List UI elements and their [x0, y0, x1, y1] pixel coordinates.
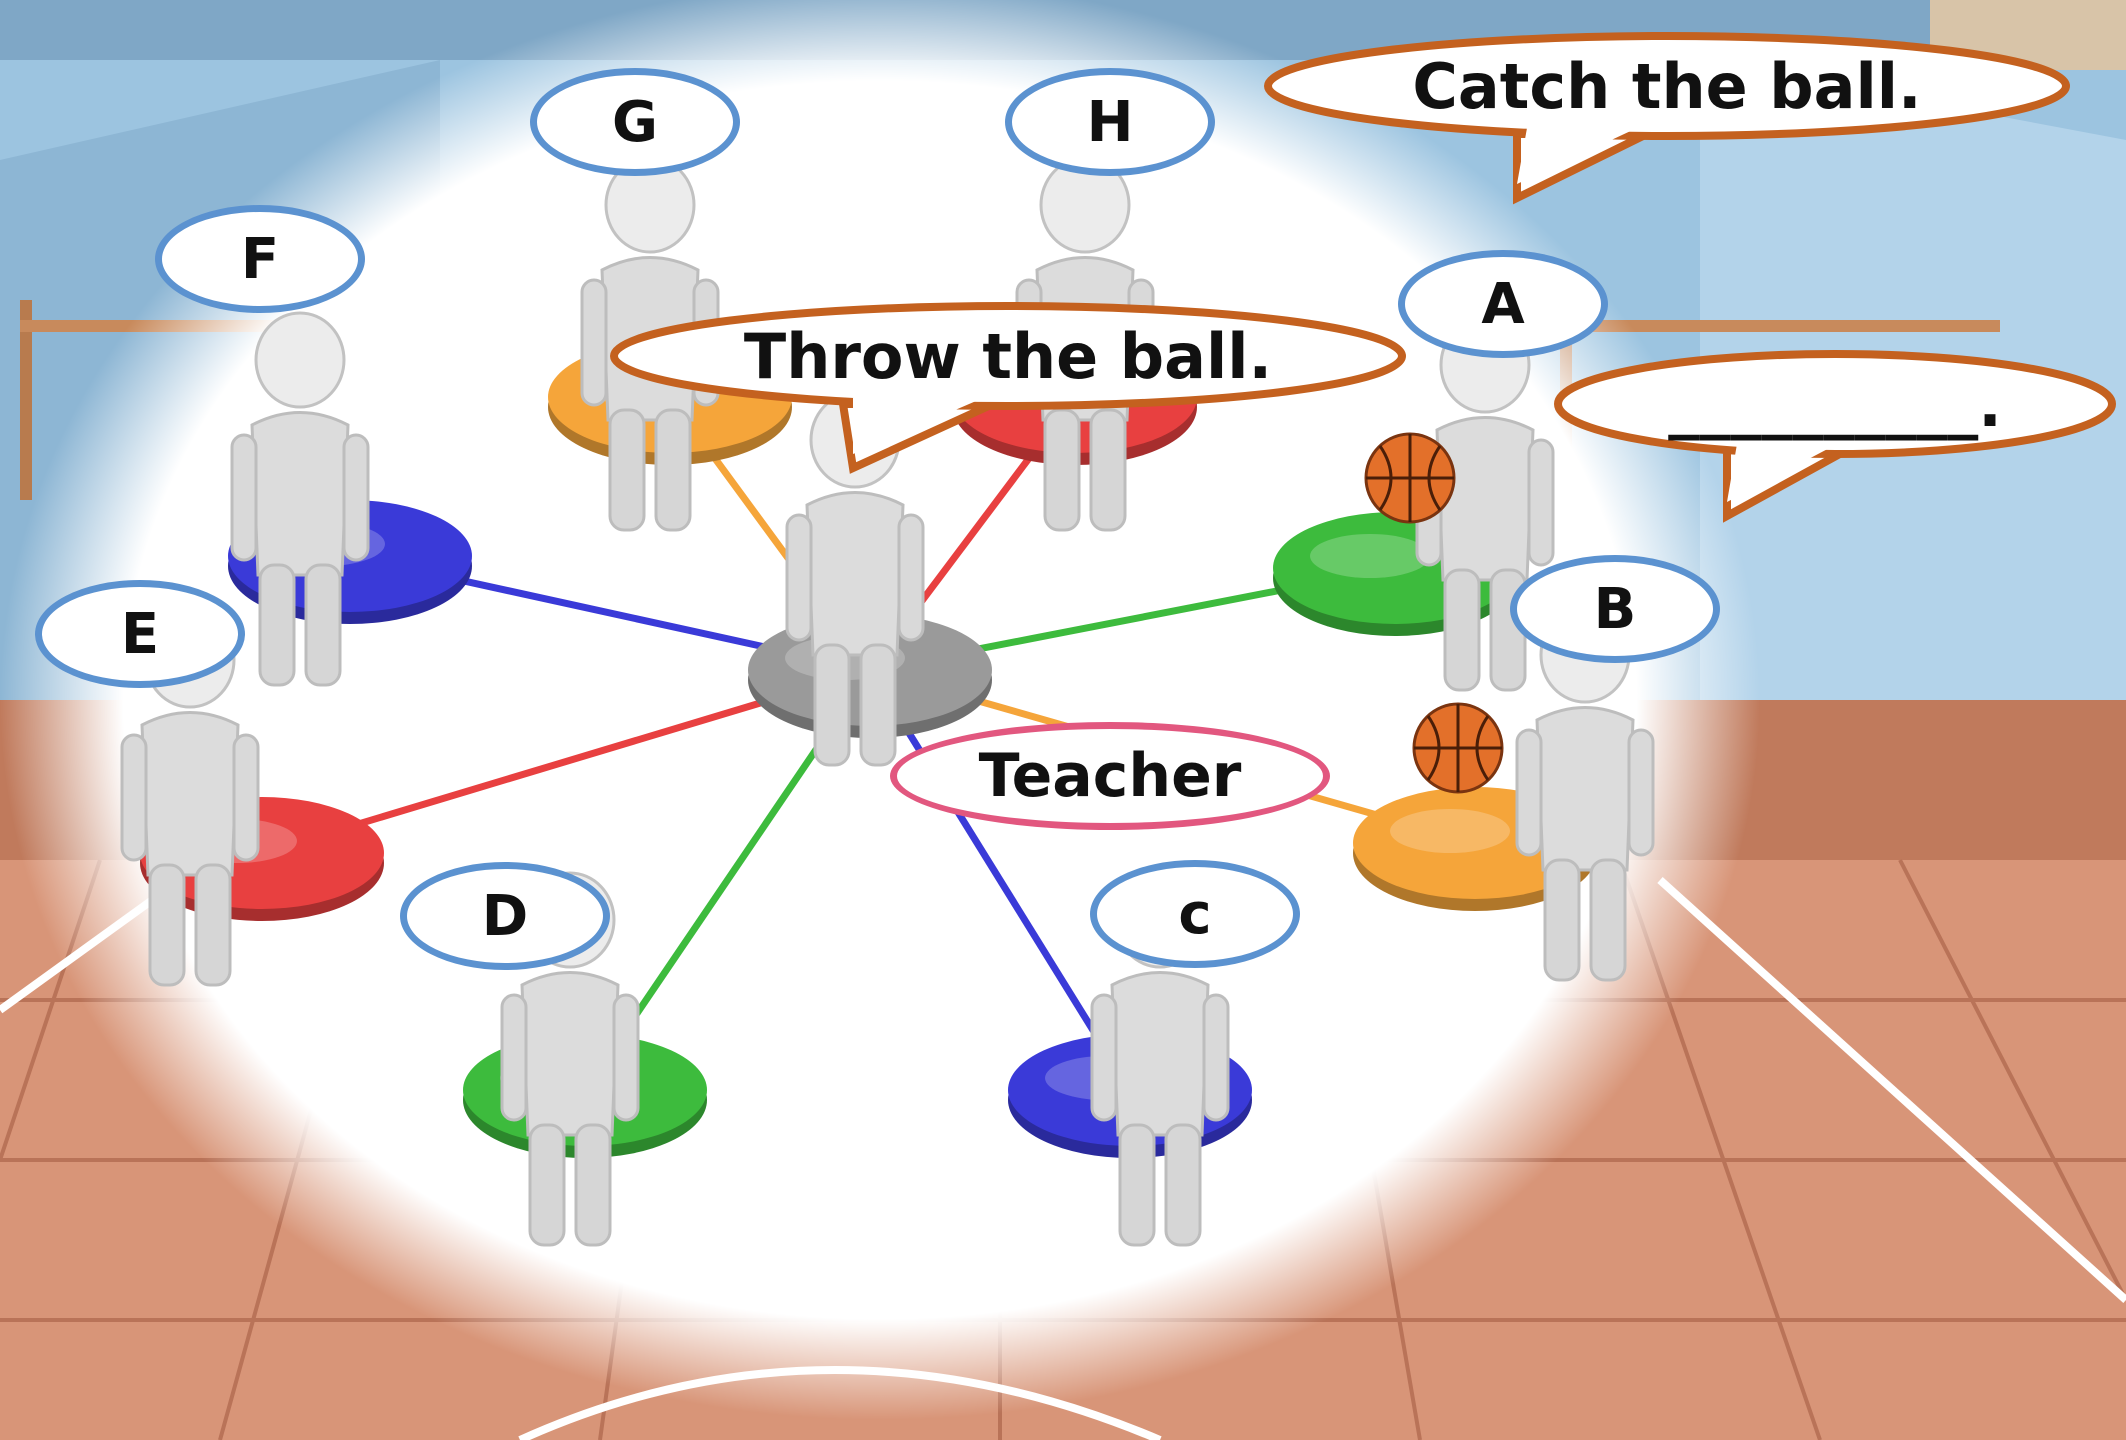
teacher-label: Teacher — [890, 722, 1330, 830]
speech-bubble-catch: Catch the ball. — [1262, 30, 2072, 205]
student-label-c: c — [1090, 860, 1300, 968]
speech-bubble-blank: __________. — [1552, 348, 2118, 523]
student-label-d: D — [400, 862, 610, 970]
student-label-f: F — [155, 205, 365, 313]
student-label-h: H — [1005, 68, 1215, 176]
speech-bubble-teacher: Throw the ball. — [608, 300, 1408, 474]
student-label-e: E — [35, 580, 245, 688]
basketball-icon-a — [1364, 432, 1456, 524]
speech-bubble-blank-text: __________. — [1668, 367, 2002, 441]
student-label-b: B — [1510, 555, 1720, 663]
person-figure-f — [230, 311, 370, 687]
student-label-g: G — [530, 68, 740, 176]
link-line-c — [867, 668, 1133, 1092]
basketball-icon-b — [1412, 702, 1504, 794]
speech-bubble-teacher-text: Throw the ball. — [743, 319, 1273, 393]
speech-bubble-catch-text: Catch the ball. — [1412, 49, 1922, 123]
student-label-a: A — [1398, 250, 1608, 358]
